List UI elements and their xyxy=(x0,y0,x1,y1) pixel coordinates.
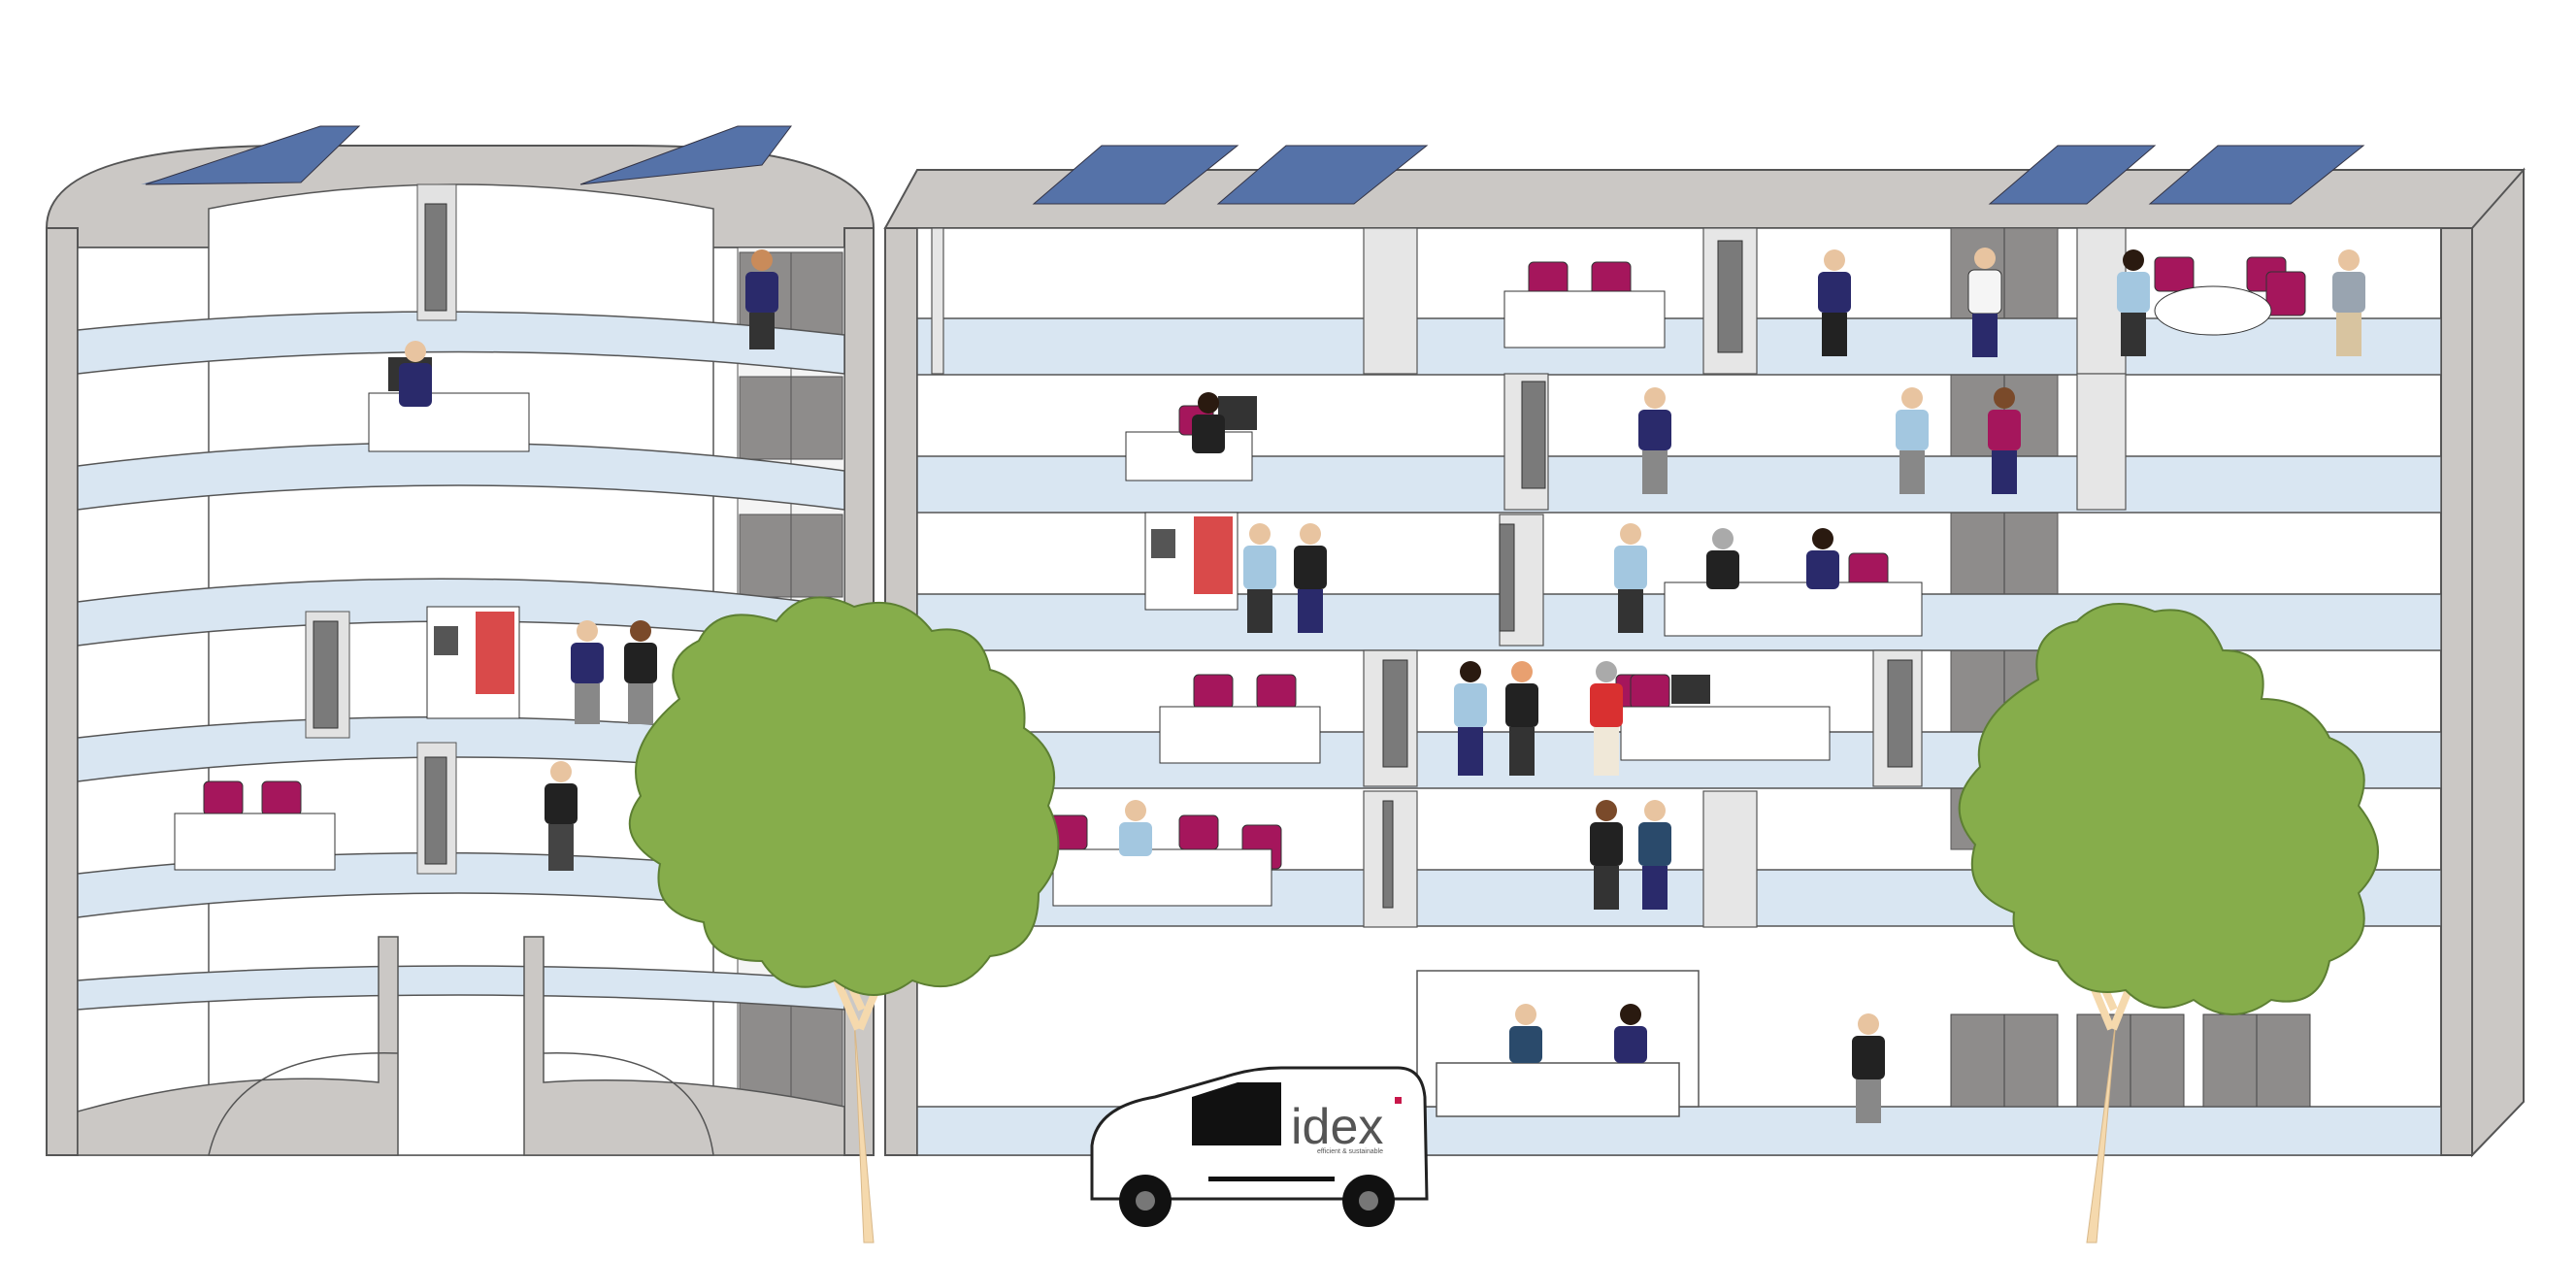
person xyxy=(1505,661,1538,776)
van-tagline: efficient & sustainable xyxy=(1317,1148,1383,1155)
partitions xyxy=(931,227,2127,928)
person xyxy=(1638,800,1671,910)
person xyxy=(545,761,578,871)
desk-with-chairs xyxy=(1615,674,1831,761)
solar-panels-main xyxy=(1032,145,2365,205)
van-wheel-rear xyxy=(1342,1175,1395,1227)
person xyxy=(1806,528,1839,589)
entrance-arch-left xyxy=(77,936,399,1156)
person xyxy=(1818,249,1851,356)
person xyxy=(745,249,778,349)
lockers xyxy=(1950,1013,2311,1108)
desk-with-chairs xyxy=(1503,261,1666,348)
person xyxy=(2332,249,2365,356)
van-brand: idex xyxy=(1291,1099,1383,1155)
person xyxy=(1967,248,2002,357)
person xyxy=(1896,387,1929,494)
doors xyxy=(1382,240,1913,909)
tree-right xyxy=(1958,603,2379,1244)
van-window xyxy=(1192,1082,1281,1145)
person xyxy=(1706,528,1739,589)
person xyxy=(1590,800,1623,910)
van-wheel-front xyxy=(1119,1175,1172,1227)
main-side-face xyxy=(2471,167,2525,1158)
van-logo-dot xyxy=(1395,1097,1402,1104)
person xyxy=(1294,523,1327,633)
person xyxy=(1590,661,1623,776)
delivery-van: idex efficient & sustainable xyxy=(1090,1066,1429,1227)
person xyxy=(1614,523,1647,633)
person xyxy=(1638,387,1671,494)
entrance-arch-right xyxy=(523,936,845,1156)
van-side-stripe xyxy=(1208,1177,1335,1181)
person xyxy=(1614,1004,1647,1063)
person xyxy=(399,341,432,407)
person xyxy=(2117,249,2150,356)
reception-desk xyxy=(1436,1062,1680,1117)
solar-panel xyxy=(579,125,792,185)
meeting-table xyxy=(1047,814,1282,907)
tree-left xyxy=(628,596,1060,1244)
desk-with-chairs xyxy=(1159,674,1321,764)
solar-panel xyxy=(145,125,361,185)
desk-with-chairs xyxy=(1664,552,1923,637)
vending-machine xyxy=(426,512,1238,719)
desk-with-chairs xyxy=(174,780,336,871)
interior-doors-left xyxy=(305,183,457,875)
main-right-wall xyxy=(2440,227,2473,1156)
main-building xyxy=(883,145,2526,1158)
person xyxy=(1988,387,2021,494)
people xyxy=(399,248,2365,1123)
person xyxy=(1192,392,1225,453)
round-meeting-table xyxy=(2154,256,2306,336)
left-tower-left-wall xyxy=(46,227,79,1156)
person xyxy=(1852,1013,1885,1123)
person xyxy=(1243,523,1276,633)
person xyxy=(1454,661,1487,776)
person xyxy=(571,620,604,724)
furniture xyxy=(174,256,2306,907)
person xyxy=(1509,1004,1542,1063)
person xyxy=(1119,800,1152,856)
person xyxy=(624,620,657,724)
